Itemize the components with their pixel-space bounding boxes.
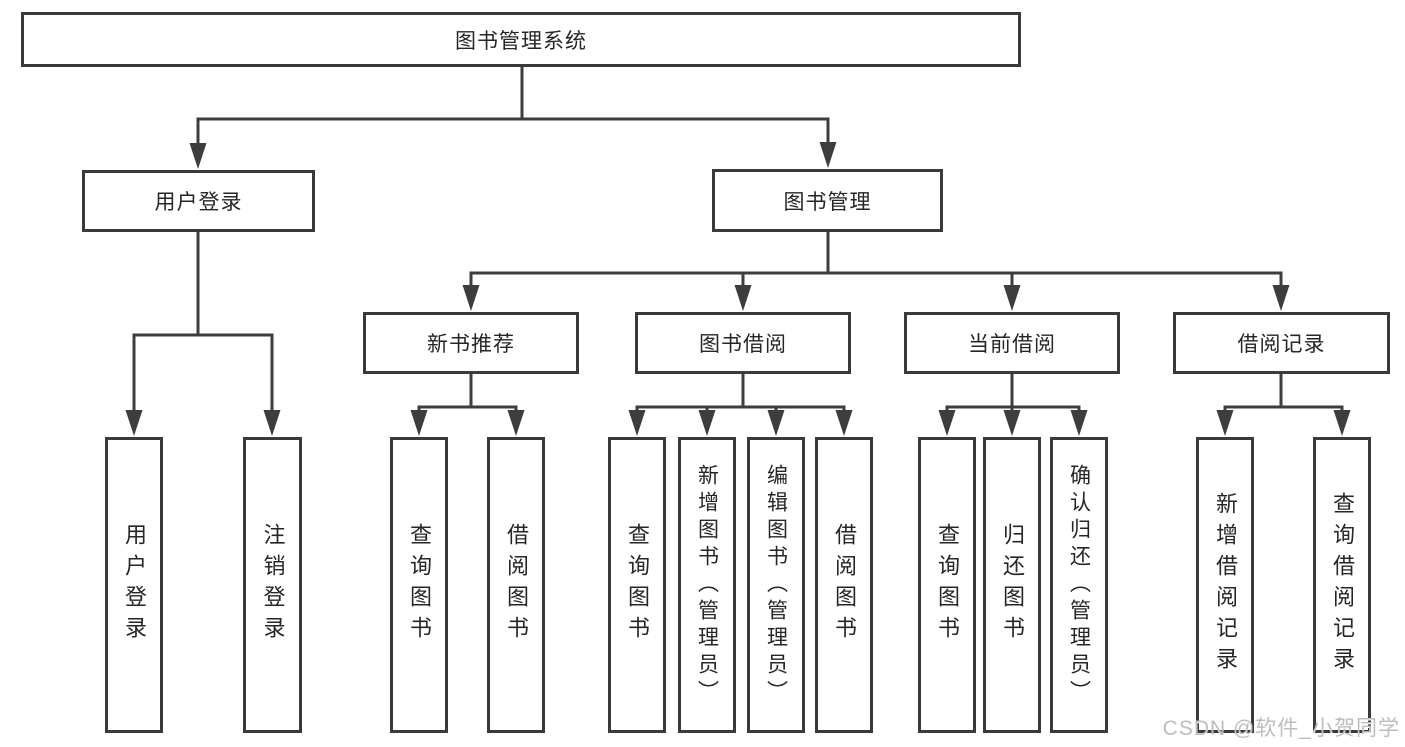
leaf-user-login: 用户登录 <box>105 437 163 733</box>
node-borrow-records-label: 借阅记录 <box>1237 333 1326 356</box>
leaf-query-books-recommend: 查询图书 <box>390 437 448 733</box>
csdn-watermark: CSDN @软件_小贺同学 <box>1162 717 1400 740</box>
node-new-book-recommend-label: 新书推荐 <box>427 333 515 356</box>
leaf-query-books-current-label: 查询图书 <box>935 523 960 647</box>
leaf-edit-book-admin-label: 编辑图书（管理员） <box>764 463 788 707</box>
leaf-borrow-books-recommend: 借阅图书 <box>487 437 545 733</box>
node-user-login-label: 用户登录 <box>154 191 243 214</box>
node-book-borrow: 图书借阅 <box>635 312 851 374</box>
leaf-query-books-current: 查询图书 <box>918 437 976 733</box>
leaf-borrow-books-label: 借阅图书 <box>832 523 857 647</box>
leaf-query-borrow-record: 查询借阅记录 <box>1313 437 1371 733</box>
leaf-user-login-label: 用户登录 <box>122 523 147 647</box>
node-current-borrow: 当前借阅 <box>904 312 1120 374</box>
leaf-add-book-admin: 新增图书（管理员） <box>678 437 736 733</box>
leaf-return-books: 归还图书 <box>983 437 1041 733</box>
node-borrow-records: 借阅记录 <box>1173 312 1390 374</box>
leaf-add-book-admin-label: 新增图书（管理员） <box>695 463 719 707</box>
leaf-add-borrow-record: 新增借阅记录 <box>1196 437 1254 733</box>
node-book-management: 图书管理 <box>712 169 943 232</box>
node-new-book-recommend: 新书推荐 <box>363 312 579 374</box>
node-system-root: 图书管理系统 <box>21 12 1021 67</box>
leaf-add-borrow-record-label: 新增借阅记录 <box>1213 492 1238 678</box>
leaf-borrow-books: 借阅图书 <box>815 437 873 733</box>
node-system-root-label: 图书管理系统 <box>455 29 587 53</box>
leaf-query-borrow-record-label: 查询借阅记录 <box>1330 492 1355 678</box>
leaf-query-books-borrow: 查询图书 <box>608 437 666 733</box>
leaf-confirm-return-admin: 确认归还（管理员） <box>1050 437 1108 733</box>
leaf-query-books-recommend-label: 查询图书 <box>407 523 432 647</box>
node-user-login: 用户登录 <box>82 170 315 232</box>
leaf-query-books-borrow-label: 查询图书 <box>625 523 650 647</box>
leaf-edit-book-admin: 编辑图书（管理员） <box>747 437 805 733</box>
node-book-borrow-label: 图书借阅 <box>699 333 787 356</box>
node-book-management-label: 图书管理 <box>783 190 872 214</box>
leaf-borrow-books-recommend-label: 借阅图书 <box>504 523 529 647</box>
leaf-return-books-label: 归还图书 <box>1000 523 1025 647</box>
leaf-logout: 注销登录 <box>243 437 302 733</box>
node-current-borrow-label: 当前借阅 <box>968 333 1056 356</box>
leaf-confirm-return-admin-label: 确认归还（管理员） <box>1067 463 1091 707</box>
leaf-logout-label: 注销登录 <box>260 523 286 647</box>
